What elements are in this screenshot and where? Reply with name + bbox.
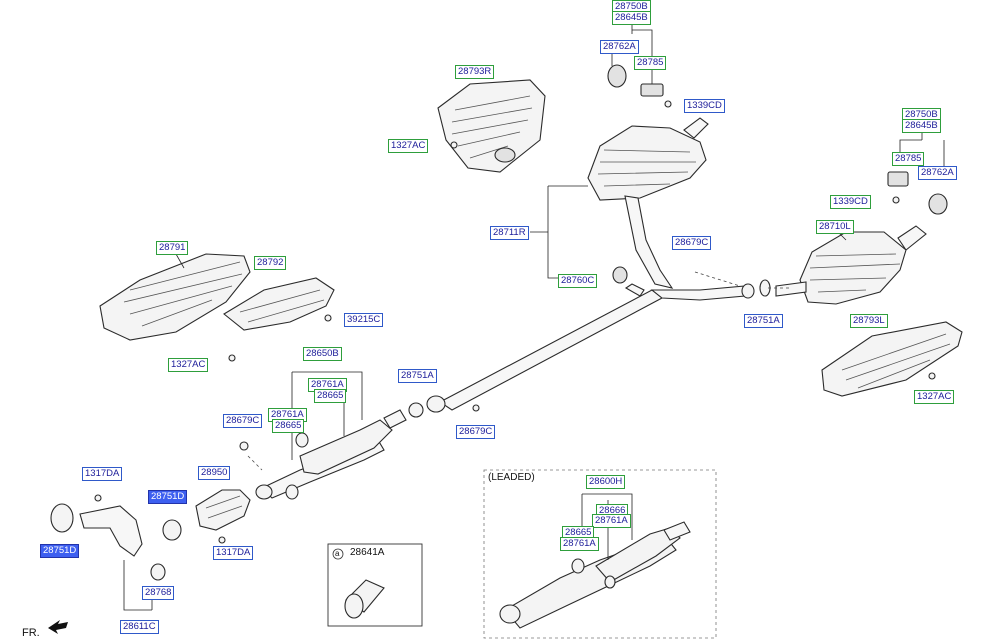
part-label-1339cd-top[interactable]: 1339CD <box>684 99 725 113</box>
part-label-1327ac-left[interactable]: 1327AC <box>168 358 209 372</box>
part-label-28665-a[interactable]: 28665 <box>314 389 347 403</box>
part-label-28645b-top[interactable]: 28645B <box>612 11 651 25</box>
part-label-28792[interactable]: 28792 <box>254 256 287 270</box>
muffler-28710l <box>775 225 927 305</box>
part-label-28679c-mid[interactable]: 28679C <box>672 236 712 250</box>
part-label-28751a-right[interactable]: 28751A <box>744 314 783 328</box>
part-label-28760c[interactable]: 28760C <box>558 274 598 288</box>
part-label-28645b-right[interactable]: 28645B <box>902 119 941 133</box>
part-label-28785-right[interactable]: 28785 <box>892 152 925 166</box>
legend-box <box>327 543 423 627</box>
hanger-bracket-right <box>887 118 948 215</box>
part-label-28611c[interactable]: 28611C <box>120 620 159 634</box>
center-pipe <box>438 271 790 411</box>
leaded-inset <box>483 469 717 639</box>
part-label-28751d-b[interactable]: 28751D <box>40 544 80 558</box>
part-label-28762a-top[interactable]: 28762A <box>600 40 639 54</box>
heat-shield-28793l <box>821 321 963 397</box>
heat-shield-28793r <box>437 79 546 173</box>
muffler-28711r <box>530 117 709 289</box>
front-arrow-icon <box>48 620 68 634</box>
front-label: FR. <box>22 627 40 639</box>
legend-part-number: 28641A <box>350 547 385 558</box>
part-label-1317da-top[interactable]: 1317DA <box>82 467 123 481</box>
part-label-28679c-left[interactable]: 28679C <box>223 414 263 428</box>
part-label-28793r[interactable]: 28793R <box>455 65 495 79</box>
part-label-28793l[interactable]: 28793L <box>850 314 888 328</box>
part-label-1317da-low[interactable]: 1317DA <box>213 546 254 560</box>
legend-symbol: a <box>335 549 340 558</box>
part-label-28751a-mid[interactable]: 28751A <box>398 369 437 383</box>
part-label-28679c-low[interactable]: 28679C <box>456 425 496 439</box>
hanger-bracket-top <box>607 12 672 108</box>
part-label-28711r[interactable]: 28711R <box>490 226 529 240</box>
part-label-28768[interactable]: 28768 <box>142 586 175 600</box>
part-label-28761a-c[interactable]: 28761A <box>592 514 631 528</box>
part-label-1327ac-top[interactable]: 1327AC <box>388 139 429 153</box>
part-label-28665-b[interactable]: 28665 <box>272 419 305 433</box>
catalytic-assembly <box>239 371 480 500</box>
part-label-28762a-right[interactable]: 28762A <box>918 166 957 180</box>
part-label-28751d-a[interactable]: 28751D <box>148 490 188 504</box>
part-label-1327ac-right[interactable]: 1327AC <box>914 390 955 404</box>
part-label-28761a-d[interactable]: 28761A <box>560 537 599 551</box>
part-label-28600h[interactable]: 28600H <box>586 475 626 489</box>
leaded-label: (LEADED) <box>488 472 535 483</box>
heat-shield-28791 <box>99 253 251 341</box>
heat-shield-28792 <box>223 277 335 362</box>
part-label-28650b[interactable]: 28650B <box>303 347 342 361</box>
part-label-28791[interactable]: 28791 <box>156 241 189 255</box>
part-label-39215c[interactable]: 39215C <box>344 313 384 327</box>
front-converter <box>50 489 251 611</box>
part-label-28785-top[interactable]: 28785 <box>634 56 667 70</box>
part-label-1339cd-right[interactable]: 1339CD <box>830 195 871 209</box>
part-label-28950[interactable]: 28950 <box>198 466 231 480</box>
part-label-28710l[interactable]: 28710L <box>816 220 854 234</box>
